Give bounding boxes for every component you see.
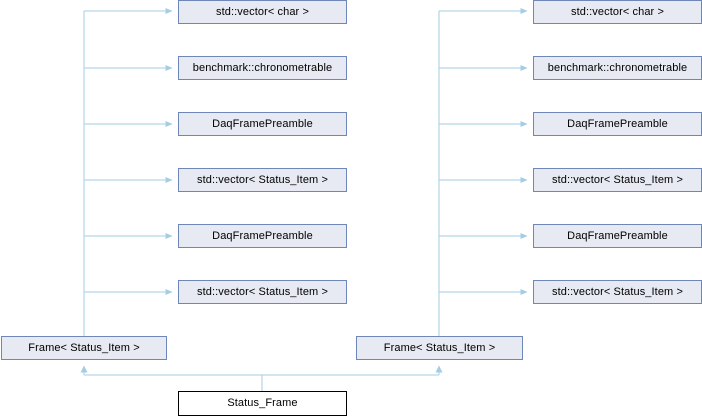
node-std-vector-char-left[interactable]: std::vector< char > — [178, 0, 347, 24]
node-frame-status-item-left[interactable]: Frame< Status_Item > — [1, 336, 167, 360]
node-frame-status-item-right[interactable]: Frame< Status_Item > — [356, 336, 523, 360]
node-daqframepreamble-right-2[interactable]: DaqFramePreamble — [533, 224, 702, 248]
node-std-vector-status-item-left-1[interactable]: std::vector< Status_Item > — [178, 168, 347, 192]
node-daqframepreamble-left-2[interactable]: DaqFramePreamble — [178, 224, 347, 248]
node-std-vector-status-item-left-2[interactable]: std::vector< Status_Item > — [178, 280, 347, 304]
node-std-vector-status-item-right-1[interactable]: std::vector< Status_Item > — [533, 168, 702, 192]
node-daqframepreamble-left-1[interactable]: DaqFramePreamble — [178, 112, 347, 136]
node-std-vector-status-item-right-2[interactable]: std::vector< Status_Item > — [533, 280, 702, 304]
node-benchmark-chronometrable-right[interactable]: benchmark::chronometrable — [533, 56, 702, 80]
node-std-vector-char-right[interactable]: std::vector< char > — [533, 0, 702, 24]
node-status-frame[interactable]: Status_Frame — [178, 391, 347, 416]
node-benchmark-chronometrable-left[interactable]: benchmark::chronometrable — [178, 56, 347, 80]
node-daqframepreamble-right-1[interactable]: DaqFramePreamble — [533, 112, 702, 136]
